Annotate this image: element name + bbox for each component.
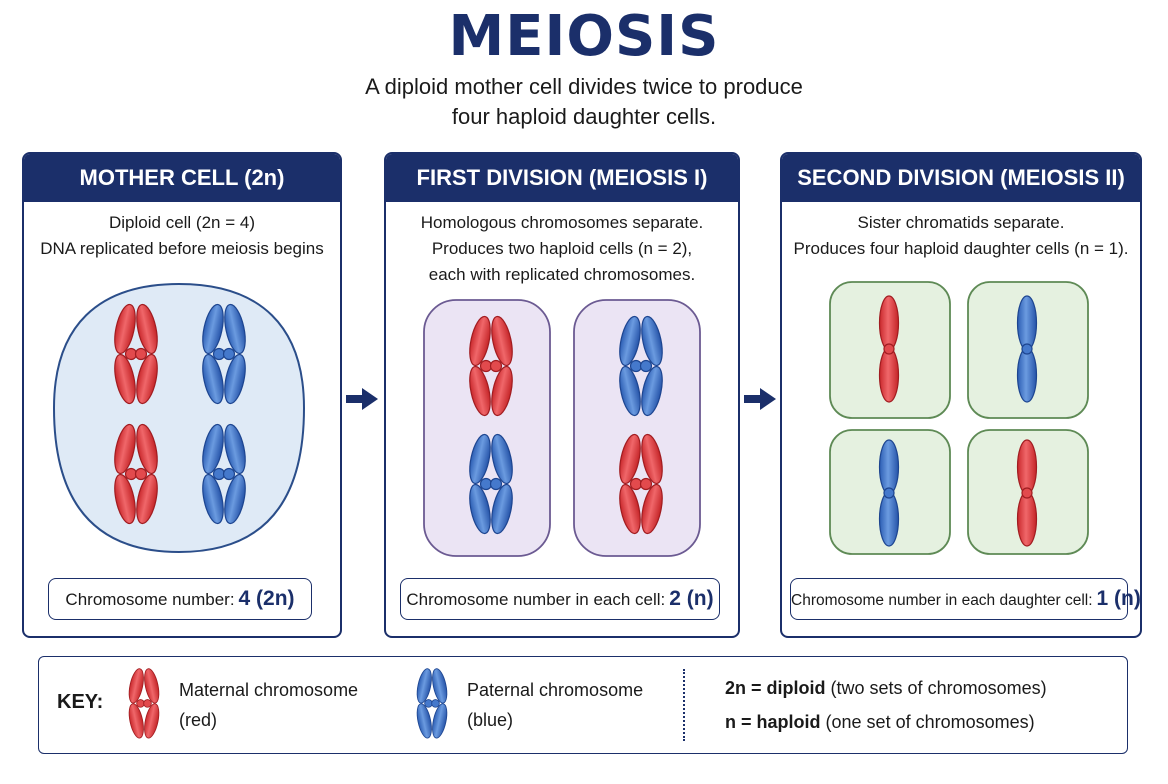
panel-description: Diploid cell (2n = 4) DNA replicated bef… — [24, 210, 340, 262]
chromosome-count-box: Chromosome number in each cell:2 (n) — [400, 578, 720, 620]
diploid-desc: (two sets of chromosomes) — [830, 678, 1047, 698]
paternal-chromatid — [876, 438, 902, 548]
maternal-legend-text: Maternal chromosome (red) — [179, 675, 358, 735]
panel-first-division: FIRST DIVISION (MEIOSIS I) Homologous ch… — [384, 152, 740, 638]
paternal-chromatid — [1014, 294, 1040, 404]
haploid-term: n = haploid — [725, 712, 821, 732]
desc-line: Homologous chromosomes separate. — [420, 213, 704, 232]
maternal-legend-line: Maternal chromosome — [179, 680, 359, 700]
count-label: Chromosome number in each daughter cell: — [791, 592, 1093, 609]
paternal-legend-line: Paternal chromosome — [467, 680, 644, 700]
diploid-term: 2n = diploid — [725, 678, 826, 698]
panel-header: FIRST DIVISION (MEIOSIS I) — [386, 154, 738, 202]
desc-line: Produces two haploid cells (n = 2), — [431, 239, 693, 258]
maternal-chromosome-replicated — [106, 302, 166, 406]
haploid-cell — [423, 299, 551, 557]
subtitle-line-2: four haploid daughter cells. — [451, 104, 717, 129]
panel-header: MOTHER CELL (2n) — [24, 154, 340, 202]
haploid-definition: n = haploid (one set of chromosomes) — [725, 705, 1047, 739]
panel-mother-cell: MOTHER CELL (2n) Diploid cell (2n = 4) D… — [22, 152, 342, 638]
paternal-chromosome-icon — [411, 667, 453, 740]
subtitle-line-1: A diploid mother cell divides twice to p… — [365, 74, 803, 99]
maternal-chromosome-replicated — [106, 422, 166, 526]
chromosome-count-box: Chromosome number:4 (2n) — [48, 578, 312, 620]
key-divider — [683, 669, 685, 741]
count-value: 1 (n) — [1096, 587, 1141, 610]
maternal-chromosome-replicated — [611, 432, 671, 536]
arrow-right-icon — [346, 388, 378, 410]
count-label: Chromosome number in each cell: — [406, 590, 666, 609]
paternal-legend-line: (blue) — [467, 710, 514, 730]
count-label: Chromosome number: — [65, 590, 235, 609]
count-value: 2 (n) — [669, 587, 714, 610]
panel-second-division: SECOND DIVISION (MEIOSIS II) Sister chro… — [780, 152, 1142, 638]
panel-description: Sister chromatids separate. Produces fou… — [782, 210, 1140, 262]
maternal-legend-line: (red) — [179, 710, 218, 730]
page-title: MEIOSIS — [448, 4, 720, 69]
count-value: 4 (2n) — [238, 587, 295, 610]
maternal-chromatid — [1014, 438, 1040, 548]
maternal-chromosome-replicated — [461, 314, 521, 418]
panel-header: SECOND DIVISION (MEIOSIS II) — [782, 154, 1140, 202]
maternal-chromosome-icon — [123, 667, 165, 740]
desc-line: Produces four haploid daughter cells (n … — [793, 239, 1129, 258]
legend-key: KEY: Maternal chromosome (red) Paternal … — [38, 656, 1128, 754]
haploid-desc: (one set of chromosomes) — [825, 712, 1035, 732]
chromosome-count-box: Chromosome number in each daughter cell:… — [790, 578, 1140, 620]
desc-line: each with replicated chromosomes. — [428, 265, 696, 284]
desc-line: Sister chromatids separate. — [857, 213, 1065, 232]
diploid-mother-cell — [52, 282, 306, 554]
paternal-chromosome-replicated — [611, 314, 671, 418]
arrow-right-icon — [744, 388, 776, 410]
maternal-chromatid — [876, 294, 902, 404]
diploid-definition: 2n = diploid (two sets of chromosomes) — [725, 671, 1047, 705]
paternal-chromosome-replicated — [194, 422, 254, 526]
paternal-chromosome-replicated — [194, 302, 254, 406]
paternal-chromosome-replicated — [461, 432, 521, 536]
desc-line: Diploid cell (2n = 4) — [109, 213, 255, 232]
haploid-cell — [573, 299, 701, 557]
paternal-legend-text: Paternal chromosome (blue) — [467, 675, 643, 735]
page-subtitle: A diploid mother cell divides twice to p… — [284, 72, 884, 132]
desc-line: DNA replicated before meiosis begins — [40, 239, 324, 258]
ploidy-definitions: 2n = diploid (two sets of chromosomes) n… — [725, 671, 1047, 739]
key-label: KEY: — [57, 691, 104, 713]
panel-description: Homologous chromosomes separate. Produce… — [386, 210, 738, 288]
